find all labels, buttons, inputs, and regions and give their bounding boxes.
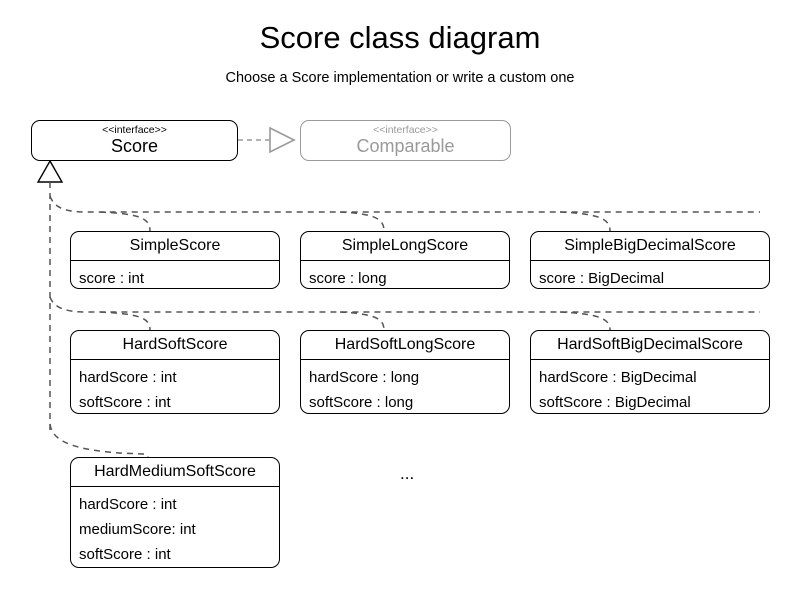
branch-row1-simplebigdecimalscore — [559, 211, 611, 232]
branch-row2-hardsoftbigdecimalscore — [559, 311, 611, 331]
class-attributes: hardScore : BigDecimal softScore : BigDe… — [531, 360, 769, 413]
class-name: HardSoftBigDecimalScore — [531, 331, 769, 360]
attribute: hardScore : int — [79, 496, 177, 513]
class-box-simplebigdecimalscore[interactable]: SimpleBigDecimalScore score : BigDecimal — [530, 231, 770, 289]
stereotype-label: <<interface>> — [102, 124, 167, 136]
class-box-simplelongscore[interactable]: SimpleLongScore score : long — [300, 231, 510, 289]
interface-box-comparable[interactable]: <<interface>> Comparable — [300, 120, 511, 161]
attribute: score : int — [79, 270, 145, 287]
interface-name: Comparable — [356, 136, 455, 156]
class-name: HardSoftLongScore — [301, 331, 509, 360]
attribute: score : long — [309, 270, 387, 287]
more-classes-indicator: ... — [400, 464, 415, 483]
branch-row3-hardmediumsoftscore — [49, 423, 149, 458]
class-box-simplescore[interactable]: SimpleScore score : int — [70, 231, 280, 289]
attribute: mediumScore: int — [79, 521, 196, 538]
class-name: SimpleLongScore — [301, 232, 509, 261]
attribute: score : BigDecimal — [539, 270, 665, 287]
page-subtitle: Choose a Score implementation or write a… — [225, 70, 575, 86]
page-title: Score class diagram — [259, 20, 541, 55]
class-attributes: hardScore : int softScore : int — [71, 360, 279, 413]
branch-row2-hardsoftscore — [99, 311, 151, 331]
class-name: HardSoftScore — [71, 331, 279, 360]
interface-name: Score — [110, 136, 159, 156]
branch-bus-row1 — [49, 195, 760, 213]
class-box-hardsoftlongscore[interactable]: HardSoftLongScore hardScore : long softS… — [300, 330, 510, 414]
class-name: SimpleScore — [71, 232, 279, 261]
class-name: HardMediumSoftScore — [71, 458, 279, 487]
inheritance-triangle — [36, 159, 64, 183]
attribute: softScore : long — [309, 394, 414, 411]
class-attributes: score : int — [71, 261, 279, 288]
class-attributes: score : BigDecimal — [531, 261, 769, 288]
class-box-hardsoftscore[interactable]: HardSoftScore hardScore : int softScore … — [70, 330, 280, 414]
branch-row1-simplescore — [99, 211, 151, 232]
stereotype-label: <<interface>> — [373, 124, 438, 136]
attribute: hardScore : long — [309, 369, 420, 386]
attribute: softScore : int — [79, 394, 171, 411]
class-box-hardsoftbigdecimalscore[interactable]: HardSoftBigDecimalScore hardScore : BigD… — [530, 330, 770, 414]
class-attributes: score : long — [301, 261, 509, 288]
interface-box-score[interactable]: <<interface>> Score — [31, 120, 238, 161]
class-name: SimpleBigDecimalScore — [531, 232, 769, 261]
attribute: hardScore : int — [79, 369, 177, 386]
attribute: hardScore : BigDecimal — [539, 369, 697, 386]
branch-row2-hardsoftlongscore — [339, 311, 385, 331]
attribute: softScore : int — [79, 546, 171, 563]
branch-bus-row2 — [49, 296, 760, 313]
realization-score-to-comparable — [238, 126, 296, 154]
branch-row1-simplelongscore — [339, 211, 385, 232]
class-box-hardmediumsoftscore[interactable]: HardMediumSoftScore hardScore : int medi… — [70, 457, 280, 568]
attribute: softScore : BigDecimal — [539, 394, 691, 411]
class-attributes: hardScore : int mediumScore: int softSco… — [71, 487, 279, 567]
class-attributes: hardScore : long softScore : long — [301, 360, 509, 413]
